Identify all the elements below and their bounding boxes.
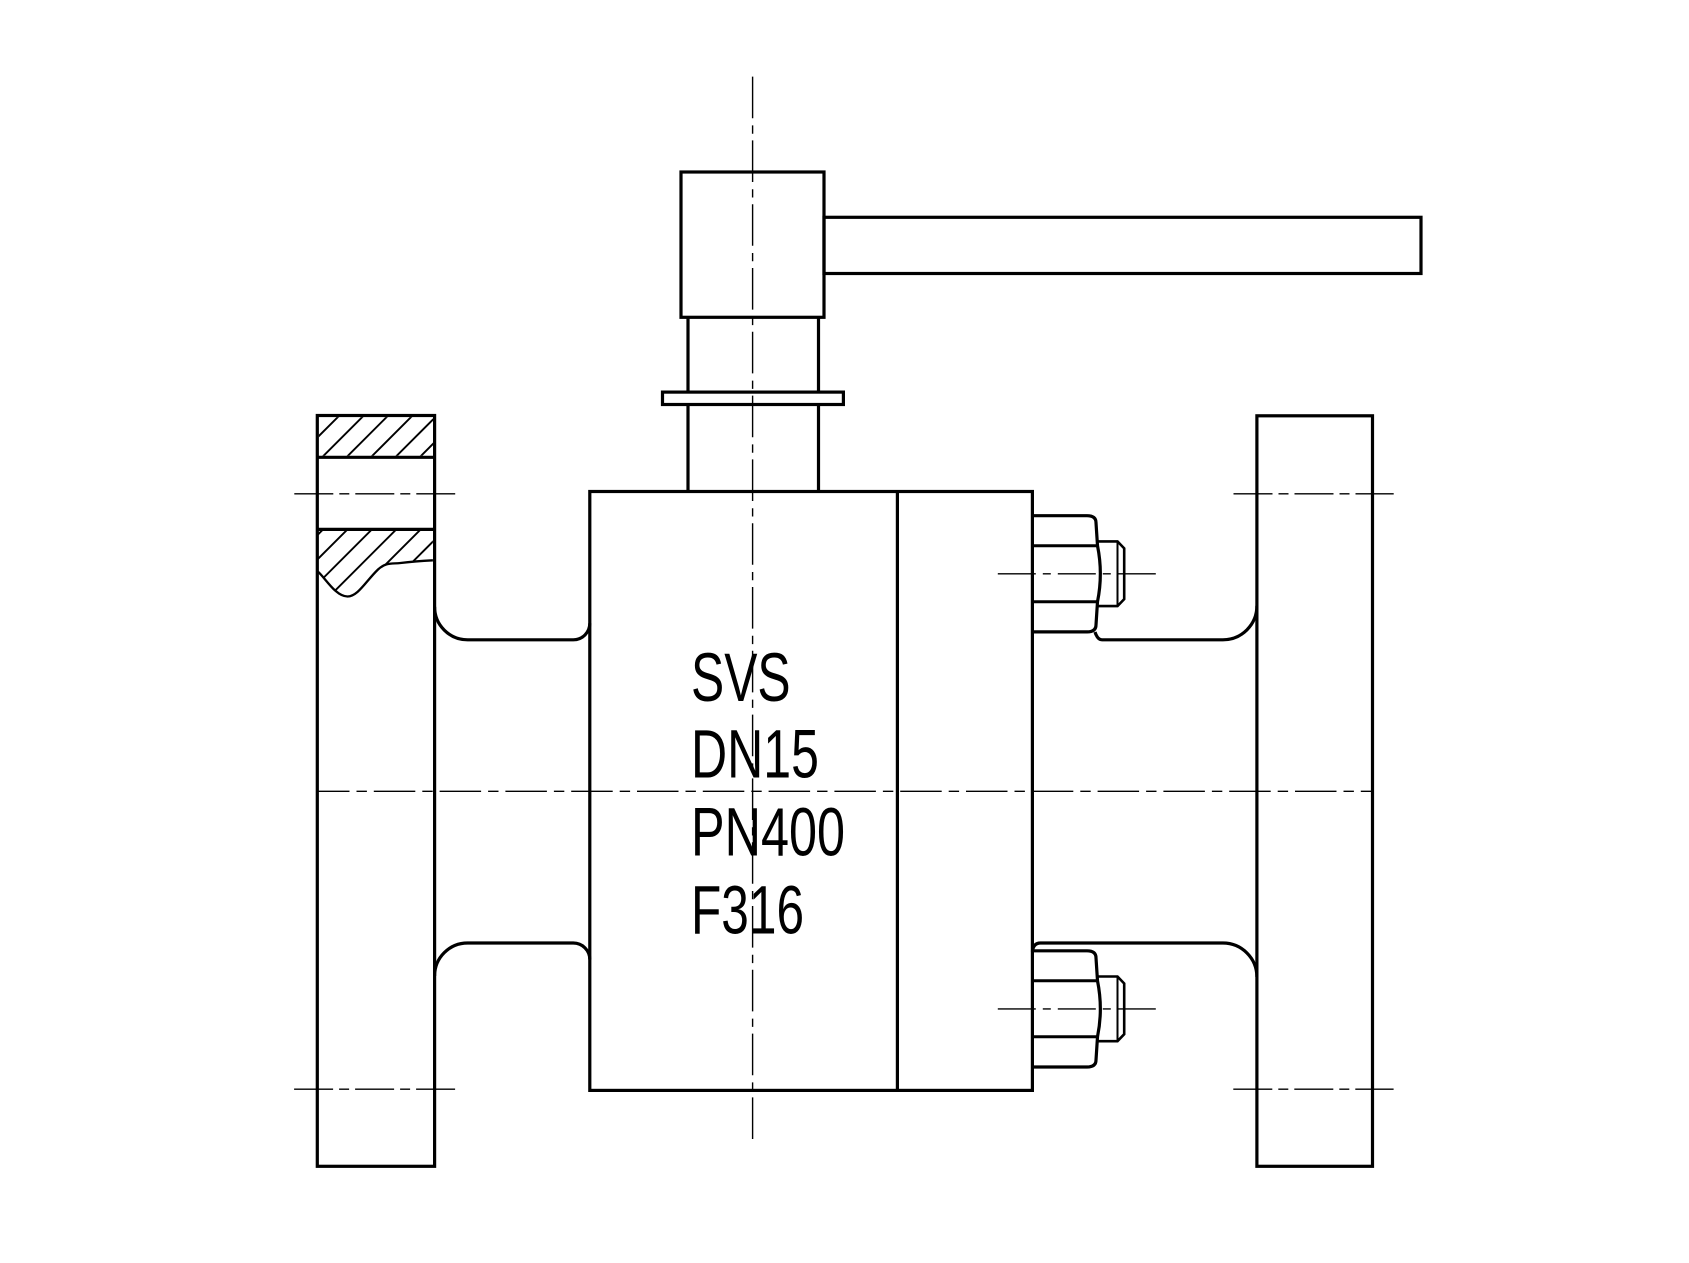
svg-text:DN15: DN15 (691, 716, 819, 793)
svg-text:SVS: SVS (691, 639, 791, 716)
svg-text:PN400: PN400 (691, 794, 845, 871)
svg-text:F316: F316 (691, 872, 804, 949)
